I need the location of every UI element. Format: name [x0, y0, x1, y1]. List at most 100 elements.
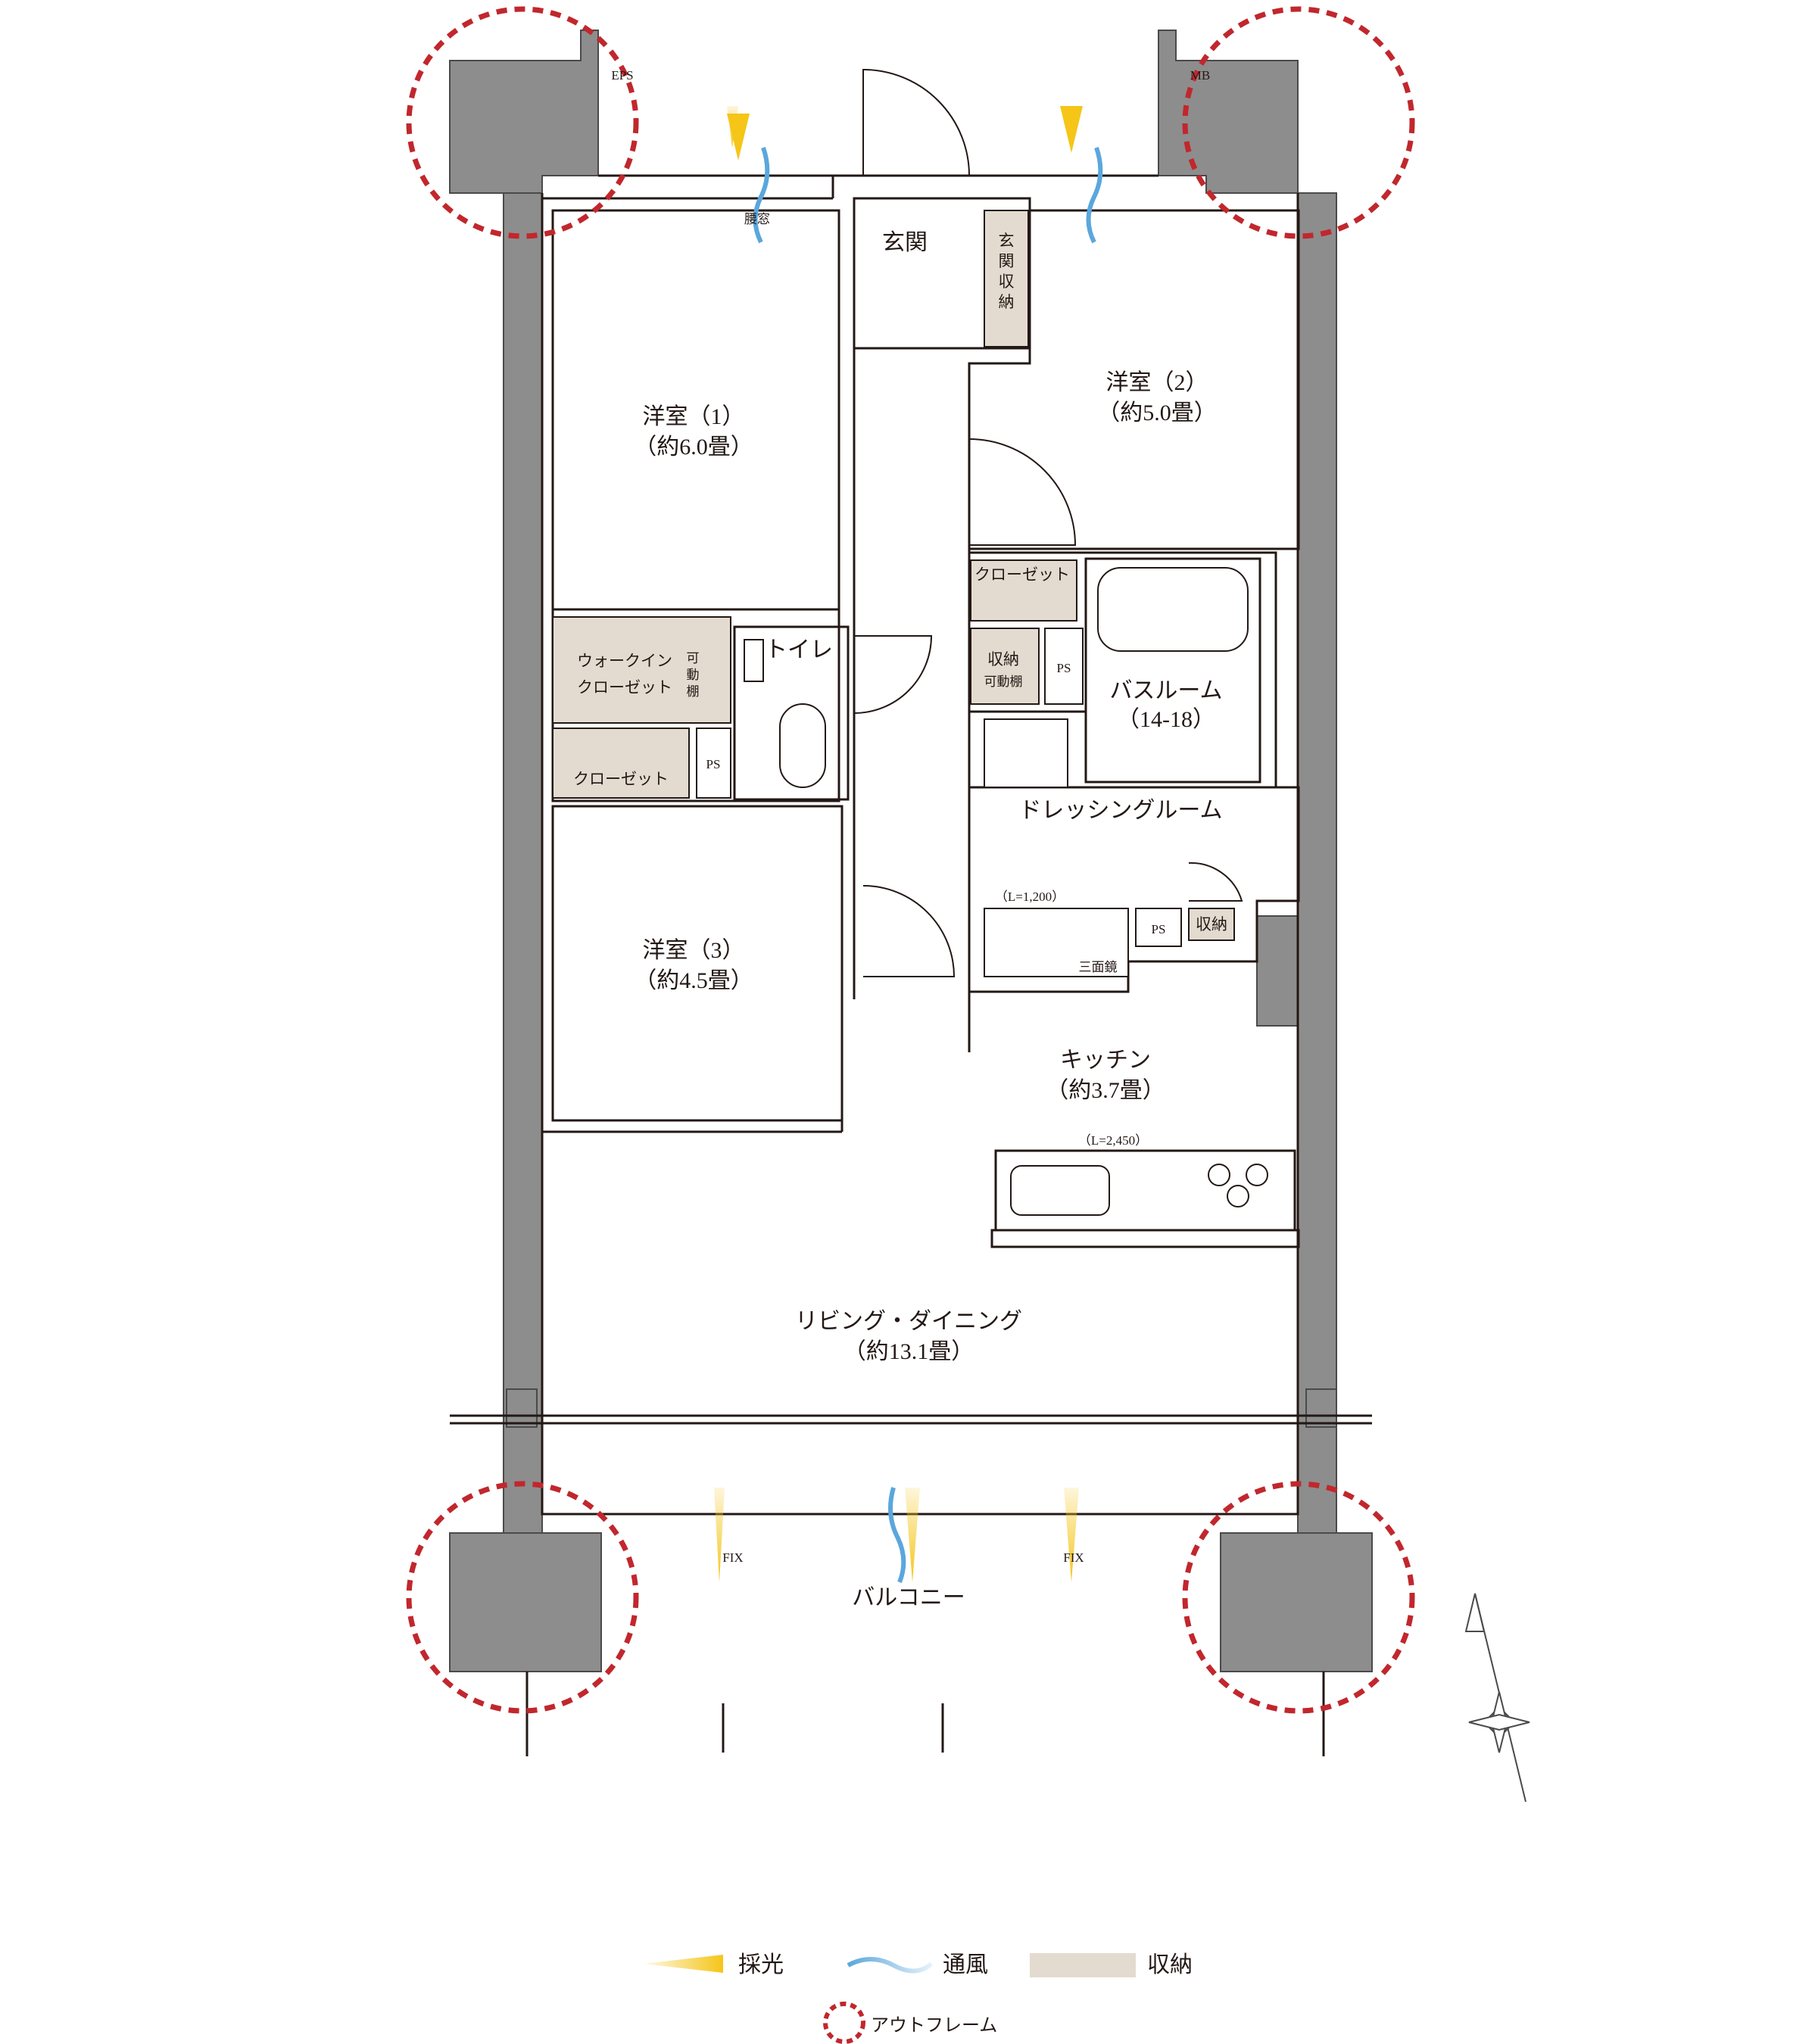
light-arrow-icon: [1060, 106, 1083, 153]
walkin-shelf-3: 棚: [687, 684, 700, 699]
room2-door: [968, 438, 1077, 546]
partitions: [450, 174, 1372, 1756]
light-arrow-icon: [1064, 1488, 1079, 1582]
room2-name: 洋室（2）: [1106, 370, 1208, 395]
walkin-shelf-2: 動: [687, 668, 700, 682]
fix-label-right: FIX: [1063, 1550, 1084, 1565]
balcony-posts: [506, 1388, 1337, 1428]
column-top-right: [1158, 30, 1299, 194]
legend: 採光 通風 収納 アウトフレーム: [644, 1952, 1193, 2044]
legend-outframe-label: アウトフレーム: [871, 2016, 997, 2036]
balcony-post-left: [506, 1388, 538, 1428]
room3-name: 洋室（3）: [643, 938, 745, 963]
outframe-circle-icon: [1182, 1481, 1415, 1714]
mb-label: MB: [1190, 68, 1210, 83]
misc-labels: EPS MB 腰窓 PS PS PS FIX FIX （L=1,200） 三面鏡…: [611, 68, 1210, 1565]
structure: [449, 30, 1373, 1672]
room3-door: [862, 885, 956, 977]
entrance-door: [862, 68, 970, 176]
column-top-left: [449, 30, 599, 194]
legend-light-swatch: [644, 1955, 723, 1973]
outframe-circle-icon: [406, 6, 639, 239]
burner-2: [1246, 1164, 1268, 1186]
closet-left-label: クローゼット: [573, 770, 669, 788]
closet-right-label: クローゼット: [974, 566, 1070, 584]
toilet-bowl: [779, 703, 826, 788]
legend-storage-label: 収納: [1147, 1952, 1193, 1977]
ps-label-2: PS: [706, 757, 721, 771]
shuno-small-label: 収納: [1196, 915, 1227, 933]
genkan-shuno-1: 玄: [999, 232, 1015, 250]
bath-size: （14-18）: [1117, 707, 1215, 732]
legend-wind-label: 通風: [943, 1952, 988, 1977]
column-bottom-left: [449, 1532, 602, 1672]
closet-left: [552, 728, 690, 799]
washstand: [984, 908, 1129, 977]
genkan-shuno-3: 収: [999, 273, 1015, 291]
room2-box: [968, 209, 1300, 550]
shuno-small: [1188, 908, 1235, 941]
outframe-circle-icon: [1182, 6, 1415, 239]
dressing-door: [1188, 862, 1243, 902]
balcony-post-right: [1305, 1388, 1337, 1428]
legend-wind-swatch: [847, 1957, 934, 1974]
bath-name: バスルーム: [1109, 678, 1222, 703]
wind-wave-icon: [888, 1487, 906, 1584]
light-arrow-icon: [714, 1488, 725, 1582]
shuno-kadodana-1: 収納: [987, 650, 1019, 668]
service-box: [968, 551, 1300, 993]
genkan-shuno: [984, 210, 1029, 347]
compass-icon: [1464, 1593, 1530, 1803]
sink: [1010, 1165, 1110, 1216]
washer-pan: [984, 718, 1068, 788]
room2-size: （約5.0畳）: [1097, 400, 1217, 425]
shuno-kadodana-2: 可動棚: [984, 675, 1023, 689]
genkan-shuno-2: 関: [999, 252, 1015, 270]
ps-label-1: PS: [1057, 661, 1071, 675]
koshimado-label: 腰窓: [744, 212, 770, 226]
toilet-box: [733, 625, 850, 801]
shuno-kadodana: [970, 628, 1040, 705]
bathtub: [1097, 567, 1249, 652]
outframe-circles: [406, 6, 1415, 1714]
walkin-closet: [552, 616, 731, 724]
wall-right: [1297, 192, 1337, 1534]
walkin-shelf-1: 可: [687, 651, 700, 665]
genkan-shuno-4: 納: [999, 293, 1015, 311]
vanity-length: （L=1,200）: [995, 890, 1065, 904]
legend-storage-swatch: [1030, 1953, 1136, 1977]
outframe-circle-icon: [406, 1481, 639, 1714]
wind-wave-icon: [1086, 147, 1103, 244]
toilet-label: トイレ: [765, 637, 833, 662]
room1-name: 洋室（1）: [643, 404, 745, 429]
closet-right: [970, 559, 1077, 622]
fix-label-left: FIX: [722, 1550, 743, 1565]
kitchen-name: キッチン: [1060, 1048, 1151, 1073]
wind-wave-icon: [753, 147, 770, 244]
ps-box-2: [696, 728, 731, 799]
light-wind-markers: [714, 106, 1103, 1584]
walkin-line1: ウォークイン: [577, 652, 672, 670]
doors: [853, 68, 1243, 977]
room3-size: （約4.5畳）: [634, 968, 753, 993]
living-size: （約13.1畳）: [844, 1339, 974, 1364]
walkin-line2: クローゼット: [577, 678, 672, 696]
room1-size: （約6.0畳）: [634, 435, 753, 460]
column-bottom-right: [1220, 1532, 1373, 1672]
genkan-label: 玄関: [882, 230, 928, 255]
light-arrow-icon: [905, 1488, 920, 1582]
burner-1: [1208, 1164, 1230, 1186]
dressing-label: ドレッシングルーム: [1018, 798, 1222, 823]
burner-3: [1227, 1185, 1249, 1207]
balcony-label: バルコニー: [852, 1585, 965, 1610]
legend-light-label: 採光: [738, 1952, 784, 1977]
toilet-tank: [744, 639, 764, 682]
ps-label-3: PS: [1152, 922, 1166, 936]
storage-areas: [552, 210, 1235, 941]
pillar-kitchen: [1256, 915, 1299, 1027]
kitchen-length: （L=2,450）: [1078, 1133, 1148, 1148]
room3-box: [551, 805, 844, 1122]
room-labels: 洋室（1） （約6.0畳） 玄関 玄 関 収 納 洋室（2） （約5.0畳） ト…: [573, 230, 1227, 1610]
bath-box: [1084, 557, 1261, 784]
